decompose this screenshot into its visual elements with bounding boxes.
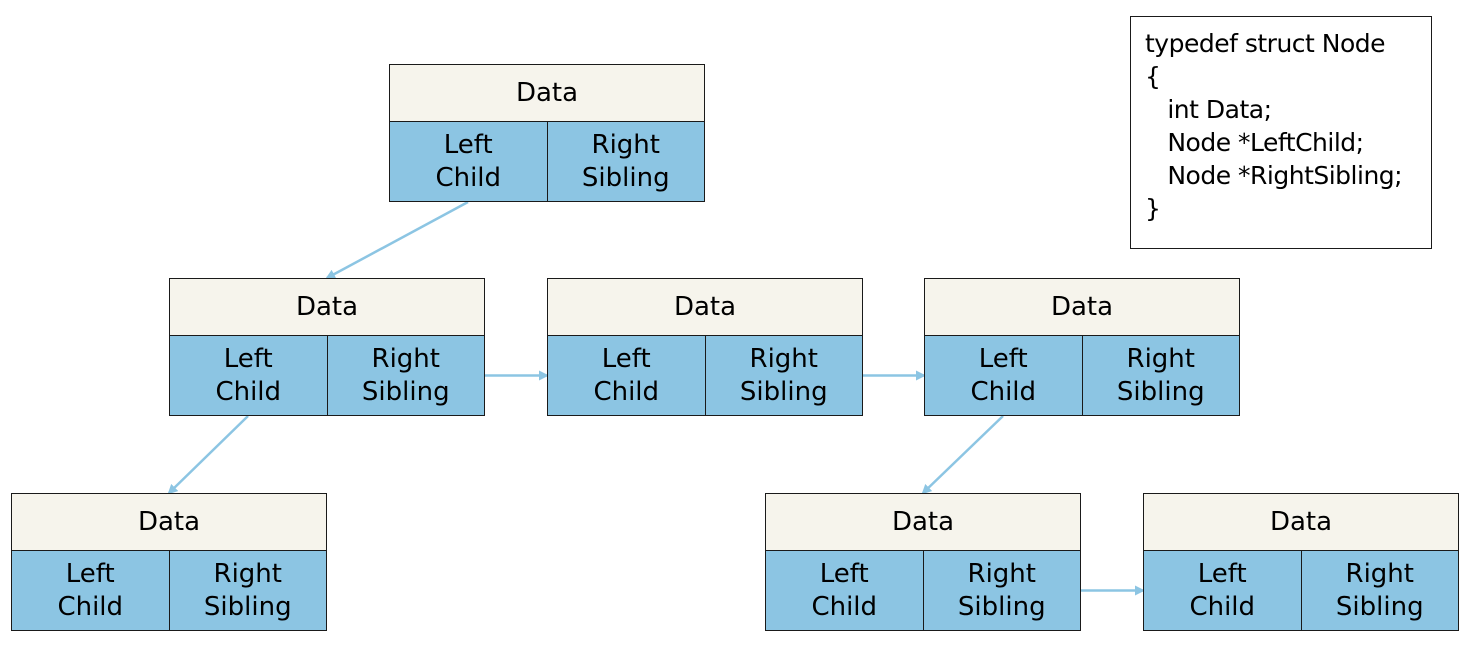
node-pointer-fields: Left Child Right Sibling <box>1144 551 1458 630</box>
code-line: } <box>1145 194 1161 223</box>
tree-node-level1-c: Data Left Child Right Sibling <box>924 278 1240 416</box>
tree-node-level1-b: Data Left Child Right Sibling <box>547 278 863 416</box>
node-left-child-field: Left Child <box>766 551 924 630</box>
tree-node-level2-c: Data Left Child Right Sibling <box>1143 493 1459 631</box>
node-pointer-fields: Left Child Right Sibling <box>170 336 484 415</box>
node-pointer-fields: Left Child Right Sibling <box>766 551 1080 630</box>
left-child-arrow <box>325 200 469 280</box>
node-pointer-fields: Left Child Right Sibling <box>390 122 704 201</box>
node-left-child-field: Left Child <box>12 551 170 630</box>
node-left-child-field: Left Child <box>1144 551 1302 630</box>
code-line: typedef struct Node <box>1145 29 1386 58</box>
node-data-field: Data <box>548 279 862 336</box>
node-data-field: Data <box>1144 494 1458 551</box>
node-left-child-field: Left Child <box>548 336 706 415</box>
node-right-sibling-field: Right Sibling <box>547 122 704 201</box>
left-child-arrow <box>921 415 1004 495</box>
node-right-sibling-field: Right Sibling <box>705 336 862 415</box>
node-left-child-field: Left Child <box>925 336 1083 415</box>
node-right-sibling-field: Right Sibling <box>1301 551 1458 630</box>
node-pointer-fields: Left Child Right Sibling <box>925 336 1239 415</box>
struct-definition-box: typedef struct Node { int Data; Node *Le… <box>1130 16 1432 249</box>
code-line: int Data; <box>1145 95 1272 124</box>
node-data-field: Data <box>390 65 704 122</box>
tree-node-level2-b: Data Left Child Right Sibling <box>765 493 1081 631</box>
node-data-field: Data <box>170 279 484 336</box>
node-data-field: Data <box>12 494 326 551</box>
tree-node-level1-a: Data Left Child Right Sibling <box>169 278 485 416</box>
node-right-sibling-field: Right Sibling <box>169 551 326 630</box>
node-data-field: Data <box>925 279 1239 336</box>
code-line: { <box>1145 62 1161 91</box>
tree-node-level2-a: Data Left Child Right Sibling <box>11 493 327 631</box>
code-line: Node *RightSibling; <box>1145 161 1403 190</box>
node-left-child-field: Left Child <box>390 122 548 201</box>
tree-node-root: Data Left Child Right Sibling <box>389 64 705 202</box>
left-child-arrow <box>167 415 249 495</box>
node-left-child-field: Left Child <box>170 336 328 415</box>
code-line: Node *LeftChild; <box>1145 128 1364 157</box>
node-right-sibling-field: Right Sibling <box>327 336 484 415</box>
node-data-field: Data <box>766 494 1080 551</box>
node-pointer-fields: Left Child Right Sibling <box>12 551 326 630</box>
node-right-sibling-field: Right Sibling <box>923 551 1080 630</box>
node-right-sibling-field: Right Sibling <box>1082 336 1239 415</box>
node-pointer-fields: Left Child Right Sibling <box>548 336 862 415</box>
